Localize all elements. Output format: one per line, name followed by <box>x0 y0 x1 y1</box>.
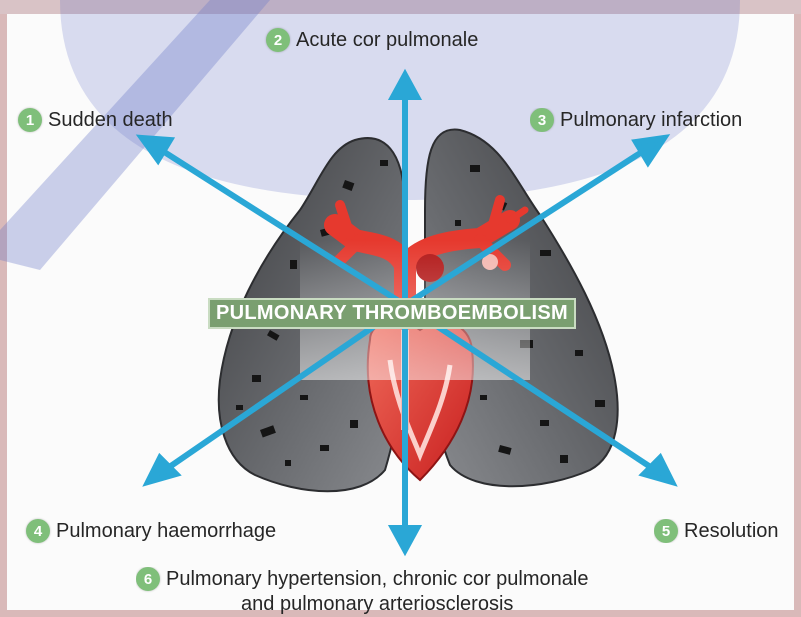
outcome-label-4: Pulmonary haemorrhage <box>56 520 276 543</box>
arrowhead-pulmonary-haemorrhage <box>148 458 176 482</box>
number-badge-3: 3 <box>530 108 554 132</box>
outcome-label-2: Acute cor pulmonale <box>296 29 478 52</box>
arrowhead-pulmonary-infarction <box>636 138 664 162</box>
number-badge-4: 4 <box>26 519 50 543</box>
outcome-label-5: Resolution <box>684 520 779 543</box>
outcome-label-6-line2: and pulmonary arteriosclerosis <box>241 593 513 615</box>
outcome-acute-cor-pulmonale: 2 Acute cor pulmonale <box>266 28 478 52</box>
outcome-label-1: Sudden death <box>48 109 173 132</box>
number-badge-5: 5 <box>654 519 678 543</box>
arrowhead-resolution <box>644 458 672 482</box>
number-badge-1: 1 <box>18 108 42 132</box>
outcome-resolution: 5 Resolution <box>654 519 797 543</box>
arrowhead-pulmonary-hypertension <box>393 528 417 550</box>
number-badge-6: 6 <box>136 567 160 591</box>
outcome-label-3: Pulmonary infarction <box>560 109 742 132</box>
outcome-pulmonary-haemorrhage: 4 Pulmonary haemorrhage <box>26 519 276 543</box>
center-title: PULMONARY THROMBOEMBOLISM <box>208 298 576 329</box>
outcome-pulmonary-hypertension: 6 Pulmonary hypertension, chronic cor pu… <box>136 567 588 615</box>
outcome-label-6-line1: Pulmonary hypertension, chronic cor pulm… <box>166 568 588 590</box>
outcome-label-6: Pulmonary hypertension, chronic cor pulm… <box>166 567 588 615</box>
outcome-sudden-death: 1 Sudden death <box>18 108 173 132</box>
number-badge-2: 2 <box>266 28 290 52</box>
outcome-pulmonary-infarction: 3 Pulmonary infarction <box>530 108 795 132</box>
